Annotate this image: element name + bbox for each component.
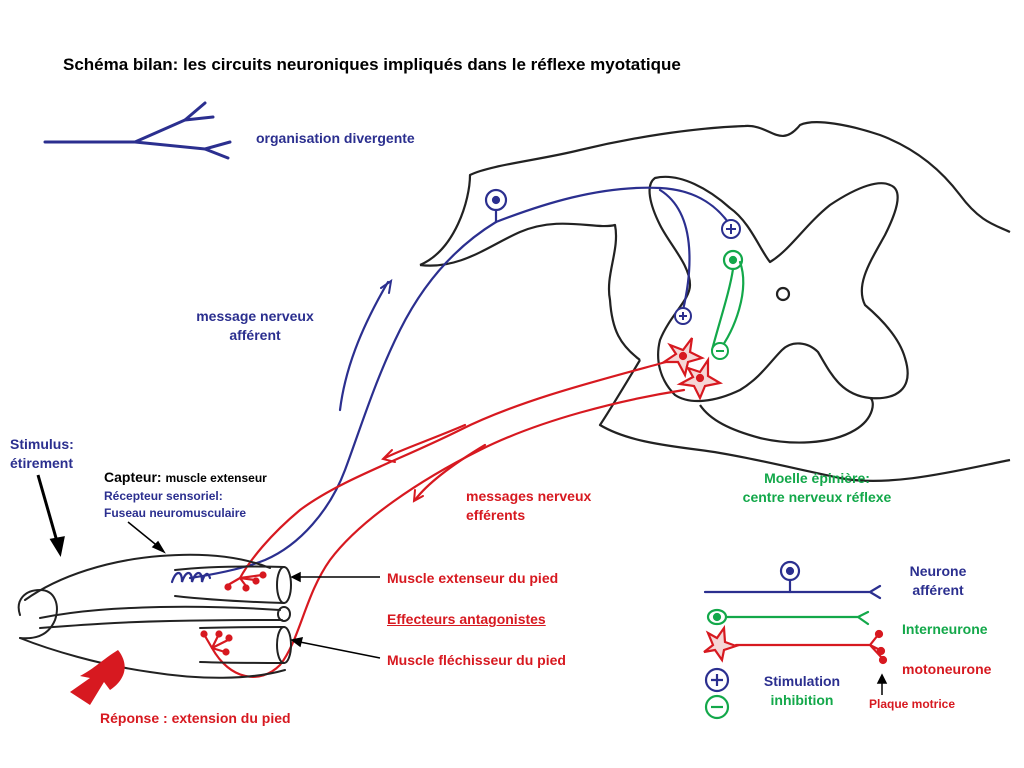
legend-motoneurone-label: motoneurone: [902, 661, 992, 677]
legend-neurone-label: Neurone afférent: [893, 562, 983, 600]
spinal-cord-outline: [419, 121, 1011, 483]
reponse-label: Réponse : extension du pied: [100, 710, 291, 726]
capteur-label: Capteur: muscle extenseur Récepteur sens…: [104, 468, 267, 522]
afferent-neuron: [170, 186, 732, 584]
legend-neurone-line-1: Neurone: [909, 563, 967, 579]
capteur-pointer-icon: [127, 521, 166, 554]
stimulus-line-2: étirement: [10, 455, 74, 471]
legend-stimulation-text: Stimulation: [763, 673, 841, 689]
muscle-extenseur-label: Muscle extenseur du pied: [387, 570, 559, 586]
capteur-value: muscle extenseur: [165, 471, 267, 485]
moelle-label: Moelle épinière: centre nerveux réflexe: [712, 469, 922, 507]
legend-plaque-label: Plaque motrice: [869, 697, 956, 711]
legend-interneurone-label: Interneurone: [902, 621, 988, 637]
legend-stimulation-label: Stimulation inhibition: [747, 672, 857, 710]
legend-motoneurone-line: [703, 624, 888, 665]
fuseau-label: Fuseau neuromusculaire: [104, 506, 247, 520]
page-title: Schéma bilan: les circuits neuroniques i…: [63, 55, 681, 74]
legend-neurone-line-2: afférent: [912, 582, 964, 598]
muscle-flechisseur-label: Muscle fléchisseur du pied: [387, 652, 566, 668]
motoneurones: [200, 337, 724, 678]
stimulus-line-1: Stimulus:: [10, 436, 74, 452]
legend-afferent-line: [703, 560, 882, 600]
response-arrow-icon: [70, 650, 125, 705]
legend-inhibition-icon: [704, 694, 730, 720]
legend-interneurone-line: [706, 608, 870, 626]
moelle-line-2: centre nerveux réflexe: [742, 489, 892, 505]
stimulus-label: Stimulus: étirement: [10, 435, 74, 473]
synapse-symbols: [674, 219, 741, 360]
legend-inhibition-text: inhibition: [770, 692, 834, 708]
efferent-message-line-1: messages nerveux: [466, 488, 592, 504]
leg-muscles: [17, 553, 292, 679]
afferent-message-line-2: afférent: [229, 327, 281, 343]
legend-stimulation-icon: [704, 667, 730, 693]
muscle-pointers: [290, 571, 381, 659]
interneurone: [710, 249, 745, 354]
stimulus-arrow-icon: [36, 474, 65, 558]
recepteur-label: Récepteur sensoriel:: [104, 489, 223, 503]
moelle-line-1: Moelle épinière:: [764, 470, 870, 486]
divergent-organisation-icon: [43, 101, 232, 160]
efferent-message-label: messages nerveux efférents: [466, 487, 591, 525]
efferent-message-line-2: efférents: [466, 507, 526, 523]
afferent-message-line-1: message nerveux: [196, 308, 314, 324]
capteur-title: Capteur:: [104, 469, 162, 485]
plaque-arrow-icon: [876, 673, 888, 695]
afferent-message-label: message nerveux afférent: [180, 307, 330, 345]
effecteurs-label: Effecteurs antagonistes: [387, 611, 546, 627]
organisation-label: organisation divergente: [256, 130, 415, 146]
